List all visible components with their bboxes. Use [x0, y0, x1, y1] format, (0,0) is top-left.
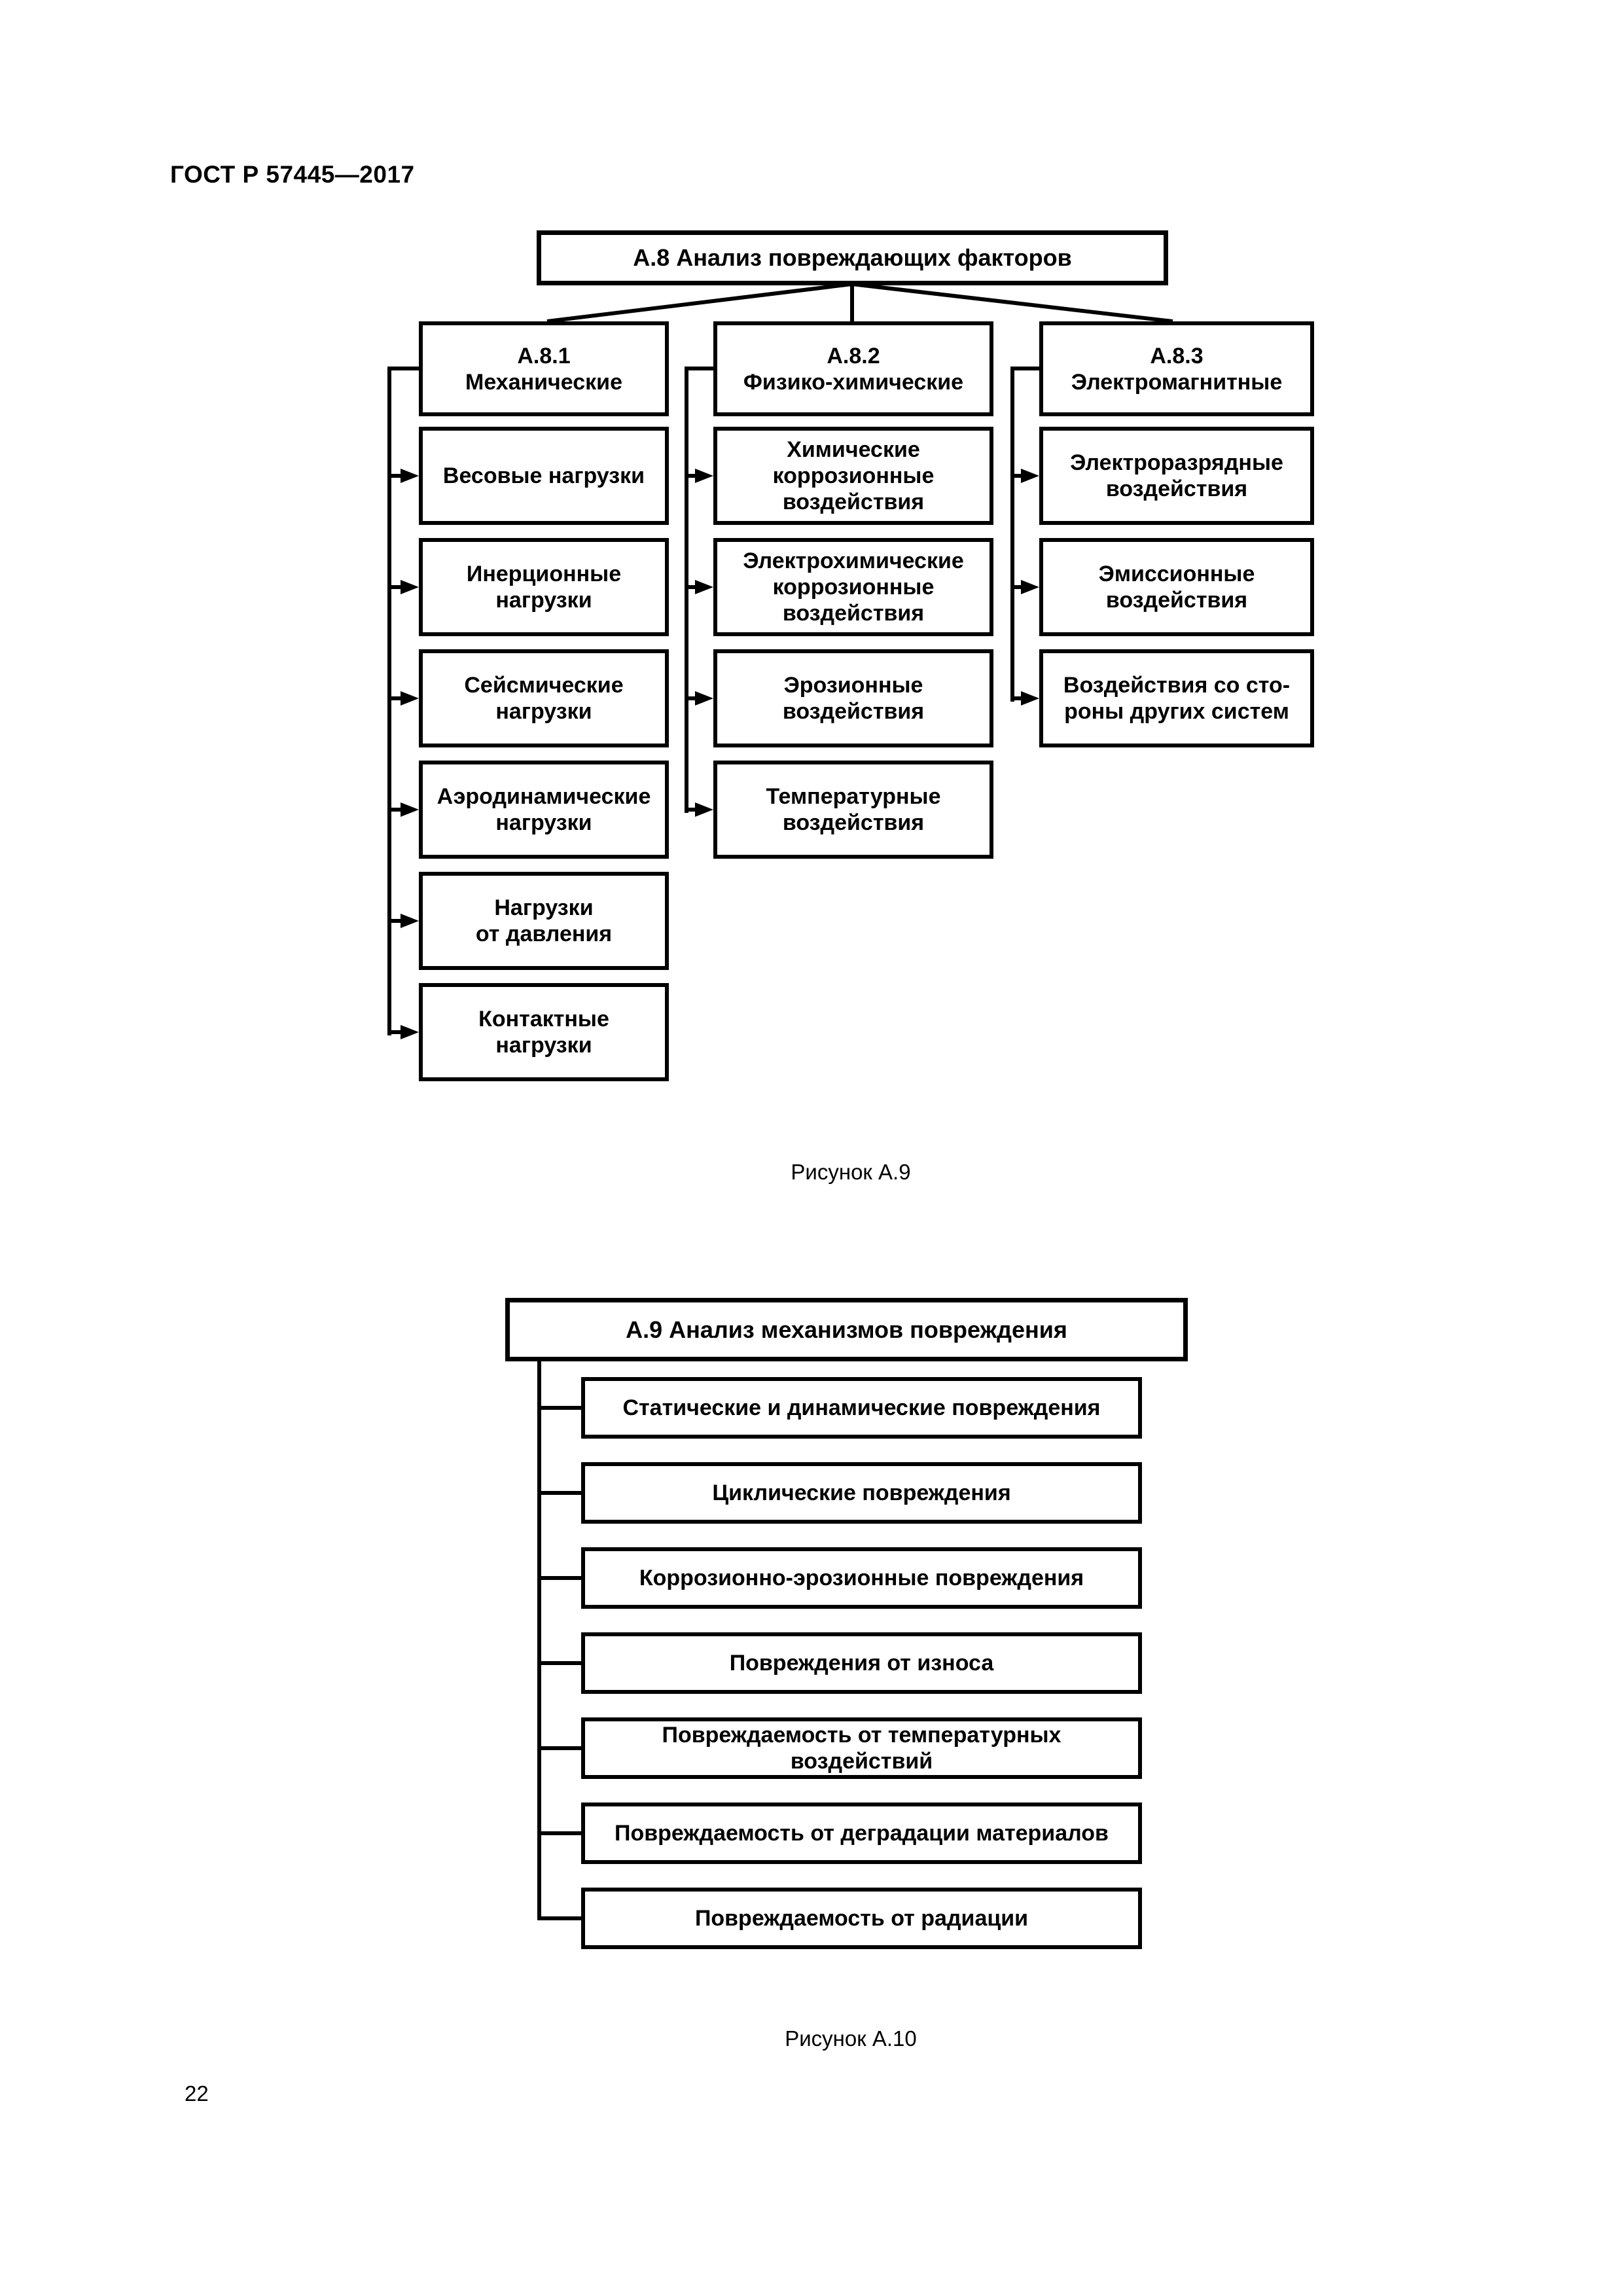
flow-box: Сейсмические нагрузки	[419, 649, 669, 747]
flow-box-label: Контактные нагрузки	[478, 1007, 609, 1058]
arrowhead-icon	[695, 469, 713, 483]
a8-root-box: А.8 Анализ повреждающих факторов	[537, 230, 1168, 285]
a8-3-branch-label: А.8.3 Электромагнитные	[1071, 343, 1283, 395]
flow-box: Нагрузки от давления	[419, 872, 669, 970]
arrowhead-icon	[401, 691, 419, 706]
flow-box-label: Эмиссионные воздействия	[1098, 562, 1255, 613]
connector	[387, 474, 403, 478]
flow-box-label: Электроразрядные воздействия	[1070, 450, 1283, 501]
flow-box: Электрохимические коррозионные воздейств…	[713, 538, 993, 636]
connector	[1010, 696, 1024, 700]
arrowhead-icon	[401, 802, 419, 817]
connector	[685, 474, 698, 478]
flow-box-label: Воздействия со сто- роны других систем	[1063, 673, 1291, 724]
connector	[537, 1916, 581, 1920]
flow-box-label: Повреждения от износа	[729, 1651, 994, 1676]
arrowhead-icon	[1021, 580, 1039, 594]
flow-box-label: Инерционные нагрузки	[466, 562, 622, 613]
flow-box: Повреждаемость от деградации материалов	[581, 1803, 1142, 1864]
connector	[537, 1661, 581, 1665]
a8-2-branch-box: А.8.2 Физико-химические	[713, 321, 993, 416]
document-header: ГОСТ Р 57445—2017	[170, 161, 415, 188]
connector	[387, 696, 403, 700]
flow-box: Электроразрядные воздействия	[1039, 427, 1314, 525]
flow-box: Статические и динамические повреждения	[581, 1377, 1142, 1439]
flow-box-label: Повреждаемость от деградации материалов	[615, 1821, 1109, 1846]
page-number: 22	[185, 2081, 209, 2106]
arrowhead-icon	[401, 1025, 419, 1039]
connector	[537, 1576, 581, 1580]
flow-box-label: Циклические повреждения	[712, 1480, 1011, 1505]
flow-box: Температурные воздействия	[713, 761, 993, 859]
a8-root-label: А.8 Анализ повреждающих факторов	[633, 244, 1072, 271]
a9-root-label: А.9 Анализ механизмов повреждения	[626, 1316, 1067, 1343]
arrowhead-icon	[1021, 469, 1039, 483]
connector	[387, 808, 403, 812]
flow-box: Коррозионно-эрозионные повреждения	[581, 1547, 1142, 1609]
flow-box-label: Химические коррозионные воздействия	[772, 437, 935, 514]
connector	[537, 1491, 581, 1495]
flow-box: Эрозионные воздействия	[713, 649, 993, 747]
connector	[685, 585, 698, 589]
connector	[685, 367, 713, 370]
a8-1-branch-label: А.8.1 Механические	[465, 343, 622, 395]
arrowhead-icon	[401, 914, 419, 928]
arrowhead-icon	[401, 469, 419, 483]
flow-box: Воздействия со сто- роны других систем	[1039, 649, 1314, 747]
flow-box: Повреждаемость от температурных воздейст…	[581, 1717, 1142, 1779]
flow-box-label: Повреждаемость от температурных воздейст…	[662, 1723, 1061, 1774]
connector	[537, 1406, 581, 1410]
flow-box: Контактные нагрузки	[419, 983, 669, 1081]
connector	[387, 367, 391, 1035]
connector	[1010, 585, 1024, 589]
flow-box: Весовые нагрузки	[419, 427, 669, 525]
flow-box: Эмиссионные воздействия	[1039, 538, 1314, 636]
flow-box-label: Аэродинамические нагрузки	[437, 784, 651, 835]
arrowhead-icon	[695, 691, 713, 706]
flow-box-label: Сейсмические нагрузки	[464, 673, 624, 724]
flow-box-label: Нагрузки от давления	[475, 895, 613, 946]
arrowhead-icon	[401, 580, 419, 594]
connector	[387, 919, 403, 923]
arrowhead-icon	[1021, 691, 1039, 706]
connector	[1010, 474, 1024, 478]
connector	[387, 1030, 403, 1034]
a8-2-branch-label: А.8.2 Физико-химические	[743, 343, 964, 395]
a8-1-branch-box: А.8.1 Механические	[419, 321, 669, 416]
flow-box: Химические коррозионные воздействия	[713, 427, 993, 525]
connector	[1010, 367, 1014, 702]
flow-box: Аэродинамические нагрузки	[419, 761, 669, 859]
flow-box: Повреждения от износа	[581, 1632, 1142, 1694]
connector	[537, 1746, 581, 1750]
flow-box-label: Статические и динамические повреждения	[622, 1395, 1101, 1420]
connector	[685, 367, 688, 813]
flow-box-label: Электрохимические коррозионные воздейств…	[743, 548, 964, 626]
flow-box-label: Эрозионные воздействия	[782, 673, 925, 724]
flow-box-label: Коррозионно-эрозионные повреждения	[639, 1566, 1084, 1590]
figure-a10-caption: Рисунок А.10	[785, 2026, 917, 2051]
flow-box: Циклические повреждения	[581, 1462, 1142, 1524]
flow-box-label: Температурные воздействия	[766, 784, 941, 835]
connector	[387, 367, 419, 370]
arrowhead-icon	[695, 802, 713, 817]
flow-box-label: Повреждаемость от радиации	[694, 1906, 1029, 1931]
flow-box-label: Весовые нагрузки	[442, 463, 645, 488]
flow-box: Инерционные нагрузки	[419, 538, 669, 636]
connector	[387, 585, 403, 589]
connector	[1010, 367, 1039, 370]
connector	[537, 1355, 541, 1920]
connector	[537, 1831, 581, 1835]
a9-root-box: А.9 Анализ механизмов повреждения	[505, 1298, 1188, 1361]
arrowhead-icon	[695, 580, 713, 594]
a8-3-branch-box: А.8.3 Электромагнитные	[1039, 321, 1314, 416]
connector	[685, 696, 698, 700]
connector	[685, 808, 698, 812]
flow-box: Повреждаемость от радиации	[581, 1888, 1142, 1949]
figure-a9-caption: Рисунок А.9	[791, 1160, 911, 1184]
